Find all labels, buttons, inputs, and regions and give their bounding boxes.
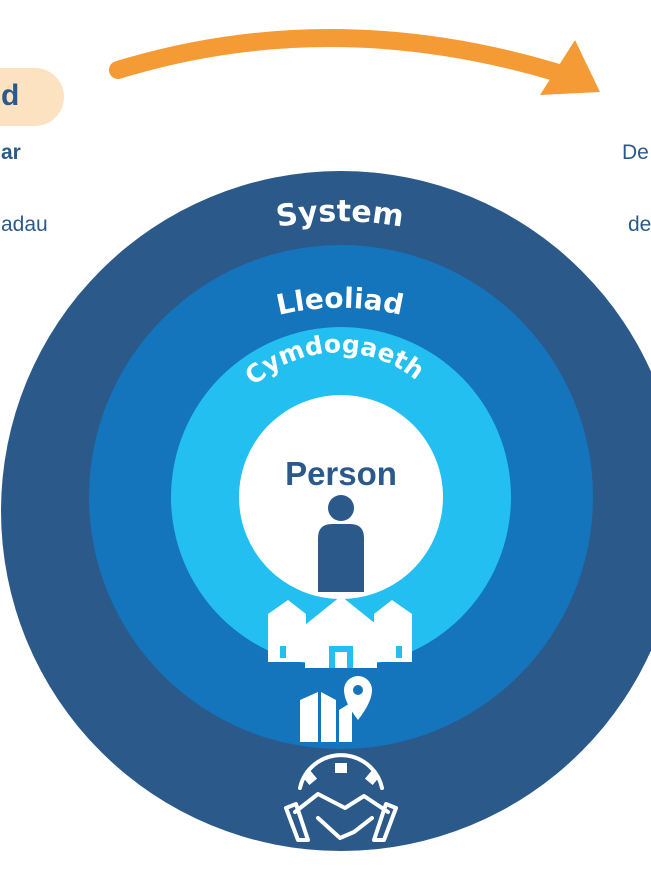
map-pin-icon [300, 676, 372, 742]
left-text-line-1: ar [1, 141, 21, 164]
person-icon [318, 495, 364, 592]
right-text-line-1: De [622, 141, 649, 164]
arrow-curve-icon [109, 29, 600, 95]
highlight-pill [0, 68, 64, 126]
center-label: Person [285, 455, 397, 492]
pill-text: d [1, 79, 20, 112]
handshake-gear-icon [284, 753, 398, 842]
left-text-line-2: adau [1, 213, 48, 236]
right-text-line-2: de [628, 213, 651, 236]
houses-icon [268, 596, 412, 668]
outer-ring-label: System [274, 194, 406, 235]
